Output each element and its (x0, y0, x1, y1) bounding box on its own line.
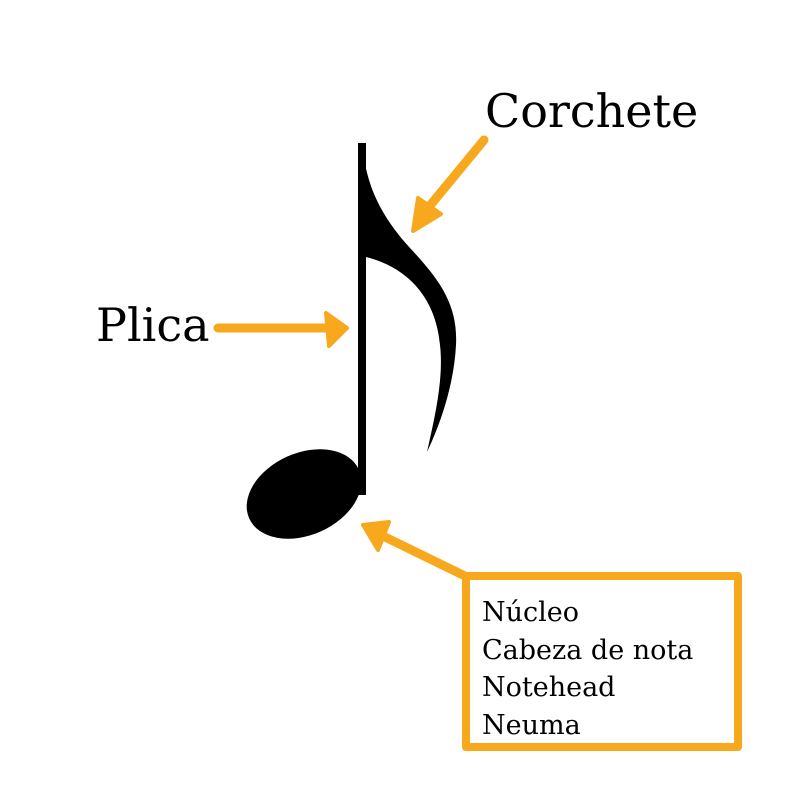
notehead-shape (246, 449, 362, 539)
flag-label: Corchete (485, 84, 699, 138)
flag-arrow (411, 135, 489, 233)
notehead-label-notehead: Notehead (482, 672, 616, 703)
stem-arrow (213, 311, 349, 348)
notehead-labels: Núcleo Cabeza de nota Notehead Neuma (482, 594, 693, 744)
notehead-label-cabeza: Cabeza de nota (482, 634, 694, 666)
notehead-label-neuma: Neuma (482, 709, 581, 741)
stem-label: Plica (96, 298, 210, 352)
flag-shape (362, 143, 457, 452)
notehead-arrow (361, 520, 472, 582)
eighth-note (246, 143, 457, 539)
stem-shape (358, 143, 366, 495)
notehead-label-box (462, 572, 742, 751)
notehead-label-nucleo: Núcleo (482, 597, 580, 628)
